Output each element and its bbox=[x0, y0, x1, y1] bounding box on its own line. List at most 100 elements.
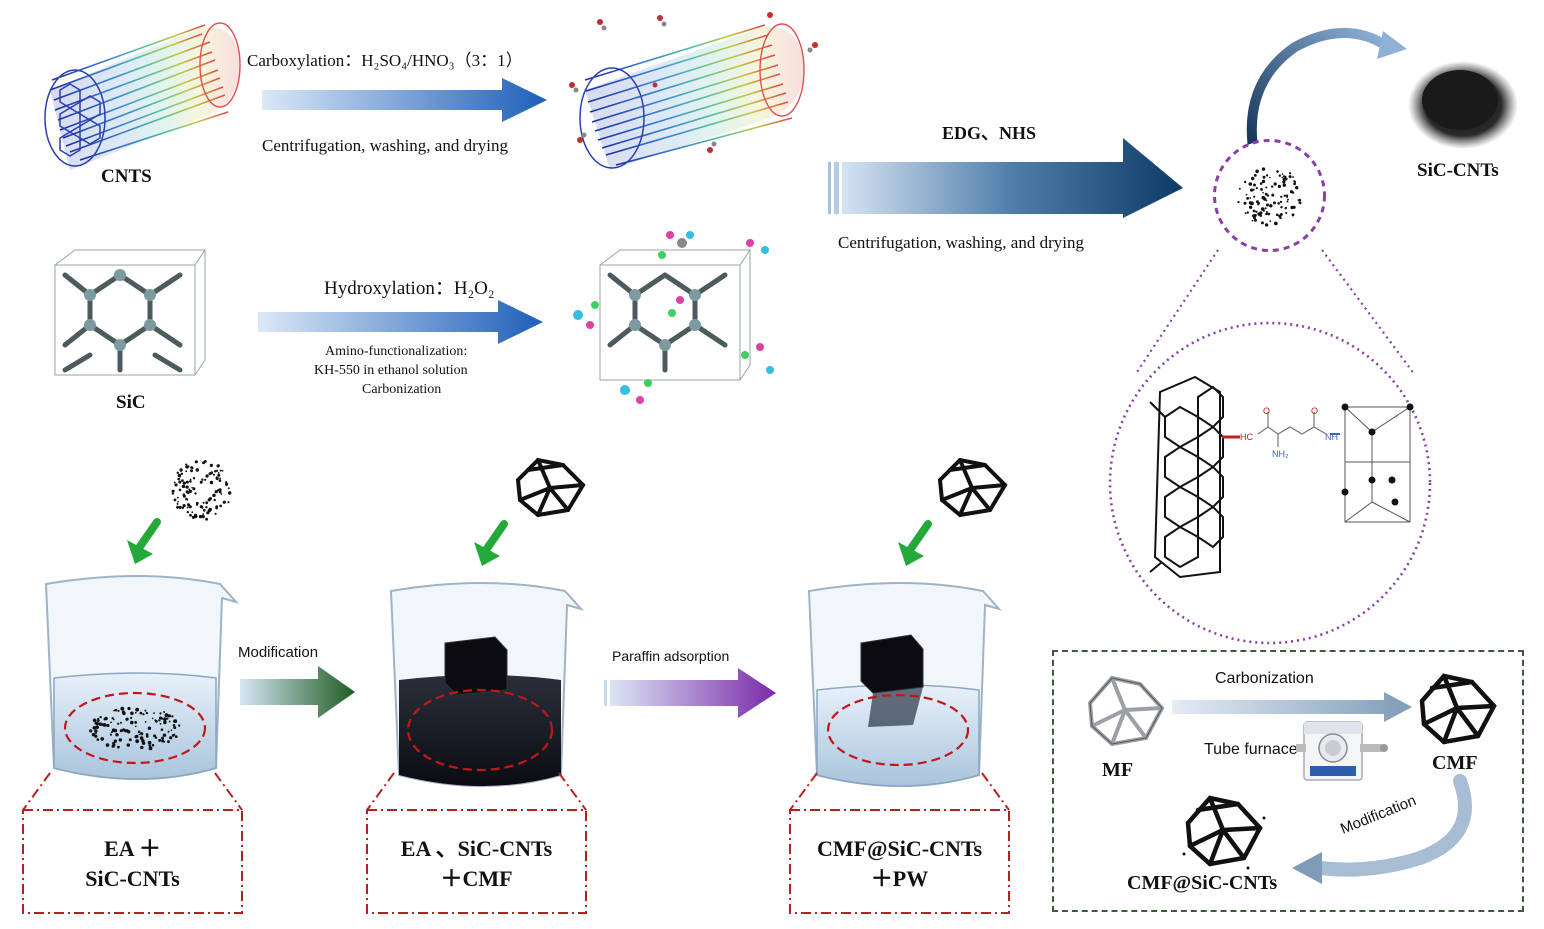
particle-dot bbox=[147, 740, 152, 745]
particle-dot bbox=[177, 473, 182, 478]
particle-dot bbox=[94, 729, 98, 733]
particle-dot bbox=[183, 485, 186, 488]
particle-dot bbox=[114, 708, 118, 712]
particle-dot bbox=[147, 726, 152, 730]
particle-dot bbox=[95, 732, 97, 735]
particle-dot bbox=[215, 476, 218, 479]
particle-dot bbox=[171, 492, 174, 495]
particle-dot bbox=[120, 706, 125, 711]
particle-dot bbox=[154, 736, 158, 739]
particle-dot bbox=[1248, 205, 1253, 209]
particle-dot bbox=[1252, 188, 1255, 191]
particle-dot bbox=[1261, 167, 1266, 171]
particle-dot bbox=[177, 500, 179, 503]
particle-dot bbox=[112, 718, 115, 721]
particle-dot bbox=[145, 711, 149, 715]
particle-dot bbox=[174, 735, 178, 738]
particle-dot bbox=[125, 729, 129, 733]
particle-dot bbox=[167, 740, 170, 744]
particle-dot bbox=[220, 493, 223, 495]
coupling-centrifugation-label: Centrifugation, washing, and drying bbox=[838, 233, 1084, 252]
particle-dot bbox=[186, 506, 189, 509]
particle-dot bbox=[1255, 210, 1258, 213]
particle-dot bbox=[110, 721, 112, 724]
particle-dot bbox=[225, 481, 228, 484]
particle-dot bbox=[158, 716, 162, 720]
particle-dot bbox=[115, 733, 119, 737]
particle-dot bbox=[151, 717, 154, 720]
particle-dot bbox=[173, 498, 177, 502]
particle-dot bbox=[1272, 201, 1276, 205]
particle-dot bbox=[191, 486, 193, 489]
particle-dot bbox=[1275, 223, 1278, 226]
particle-dot bbox=[180, 472, 184, 475]
particle-dot bbox=[1246, 211, 1249, 214]
particle-dot bbox=[125, 717, 129, 721]
particle-dot bbox=[186, 491, 190, 495]
particle-dot bbox=[1255, 169, 1259, 174]
particle-dot bbox=[176, 502, 179, 505]
molecule-o-label-2: O bbox=[1311, 406, 1319, 416]
sic-cnts-product-label: SiC-CNTs bbox=[1417, 160, 1499, 181]
particle-dot bbox=[185, 485, 189, 489]
particle-dot bbox=[189, 480, 192, 483]
particle-dot bbox=[1244, 180, 1247, 184]
particle-dot bbox=[135, 725, 137, 728]
particle-dot bbox=[176, 505, 180, 509]
zoom-box-2-frame bbox=[366, 772, 587, 914]
particle-dot bbox=[1260, 221, 1264, 225]
particle-dot bbox=[1273, 182, 1277, 186]
particle-dot bbox=[199, 480, 203, 484]
particle-dot bbox=[214, 490, 218, 494]
particle-dot bbox=[117, 745, 120, 749]
particle-dot bbox=[171, 489, 175, 493]
particle-dot bbox=[194, 492, 197, 495]
particle-dot bbox=[96, 719, 100, 722]
hydroxylation-label: Hydroxylation：H₂O₂ bbox=[324, 278, 495, 299]
particle-dot bbox=[191, 467, 194, 470]
particle-dot bbox=[1280, 206, 1283, 209]
particle-dot bbox=[159, 723, 162, 725]
particle-dot bbox=[190, 469, 194, 473]
particle-dot bbox=[139, 736, 144, 740]
particle-dot bbox=[1243, 201, 1247, 205]
particle-dot bbox=[182, 494, 186, 498]
particle-dot bbox=[1265, 174, 1269, 177]
particle-dot bbox=[1293, 182, 1296, 186]
particle-dot bbox=[163, 717, 167, 721]
particle-dot bbox=[1293, 180, 1295, 182]
particle-dot bbox=[178, 724, 181, 727]
box-3-line2: ＋PW bbox=[870, 866, 929, 891]
modification-arrow bbox=[240, 666, 355, 718]
particle-dot bbox=[202, 513, 204, 515]
curved-arrow-to-powder bbox=[1246, 28, 1407, 165]
particle-dot bbox=[158, 738, 162, 742]
particle-dot bbox=[92, 718, 97, 723]
particle-dot bbox=[202, 501, 205, 504]
particle-dot bbox=[128, 738, 132, 742]
particle-dot bbox=[89, 729, 93, 733]
particle-dot bbox=[216, 464, 220, 468]
particle-dot bbox=[105, 743, 110, 747]
particle-dot bbox=[198, 514, 203, 519]
particle-dot bbox=[162, 733, 167, 737]
particle-dot bbox=[94, 721, 98, 725]
particle-dot bbox=[1277, 202, 1280, 205]
zoom-box-3-frame bbox=[789, 772, 1010, 914]
cmf-sic-cnts-foam-icon bbox=[1178, 788, 1273, 873]
particle-dot bbox=[1251, 176, 1255, 181]
particle-dot bbox=[1260, 188, 1263, 191]
carboxylation-label: Carboxylation：H₂SO₄/HNO₃（3：1） bbox=[247, 51, 523, 70]
particle-dot bbox=[188, 489, 192, 493]
zoom-box-1-frame bbox=[22, 772, 243, 914]
particle-dot bbox=[192, 477, 196, 480]
particle-dot bbox=[167, 730, 170, 733]
particle-dot bbox=[218, 479, 222, 482]
particle-dot bbox=[134, 721, 138, 724]
particle-dot bbox=[1286, 194, 1289, 197]
particle-dot bbox=[153, 712, 155, 715]
particle-dot bbox=[1253, 174, 1257, 177]
particle-dot bbox=[1280, 213, 1283, 216]
particle-dot bbox=[142, 713, 145, 716]
particle-dot bbox=[121, 710, 126, 714]
